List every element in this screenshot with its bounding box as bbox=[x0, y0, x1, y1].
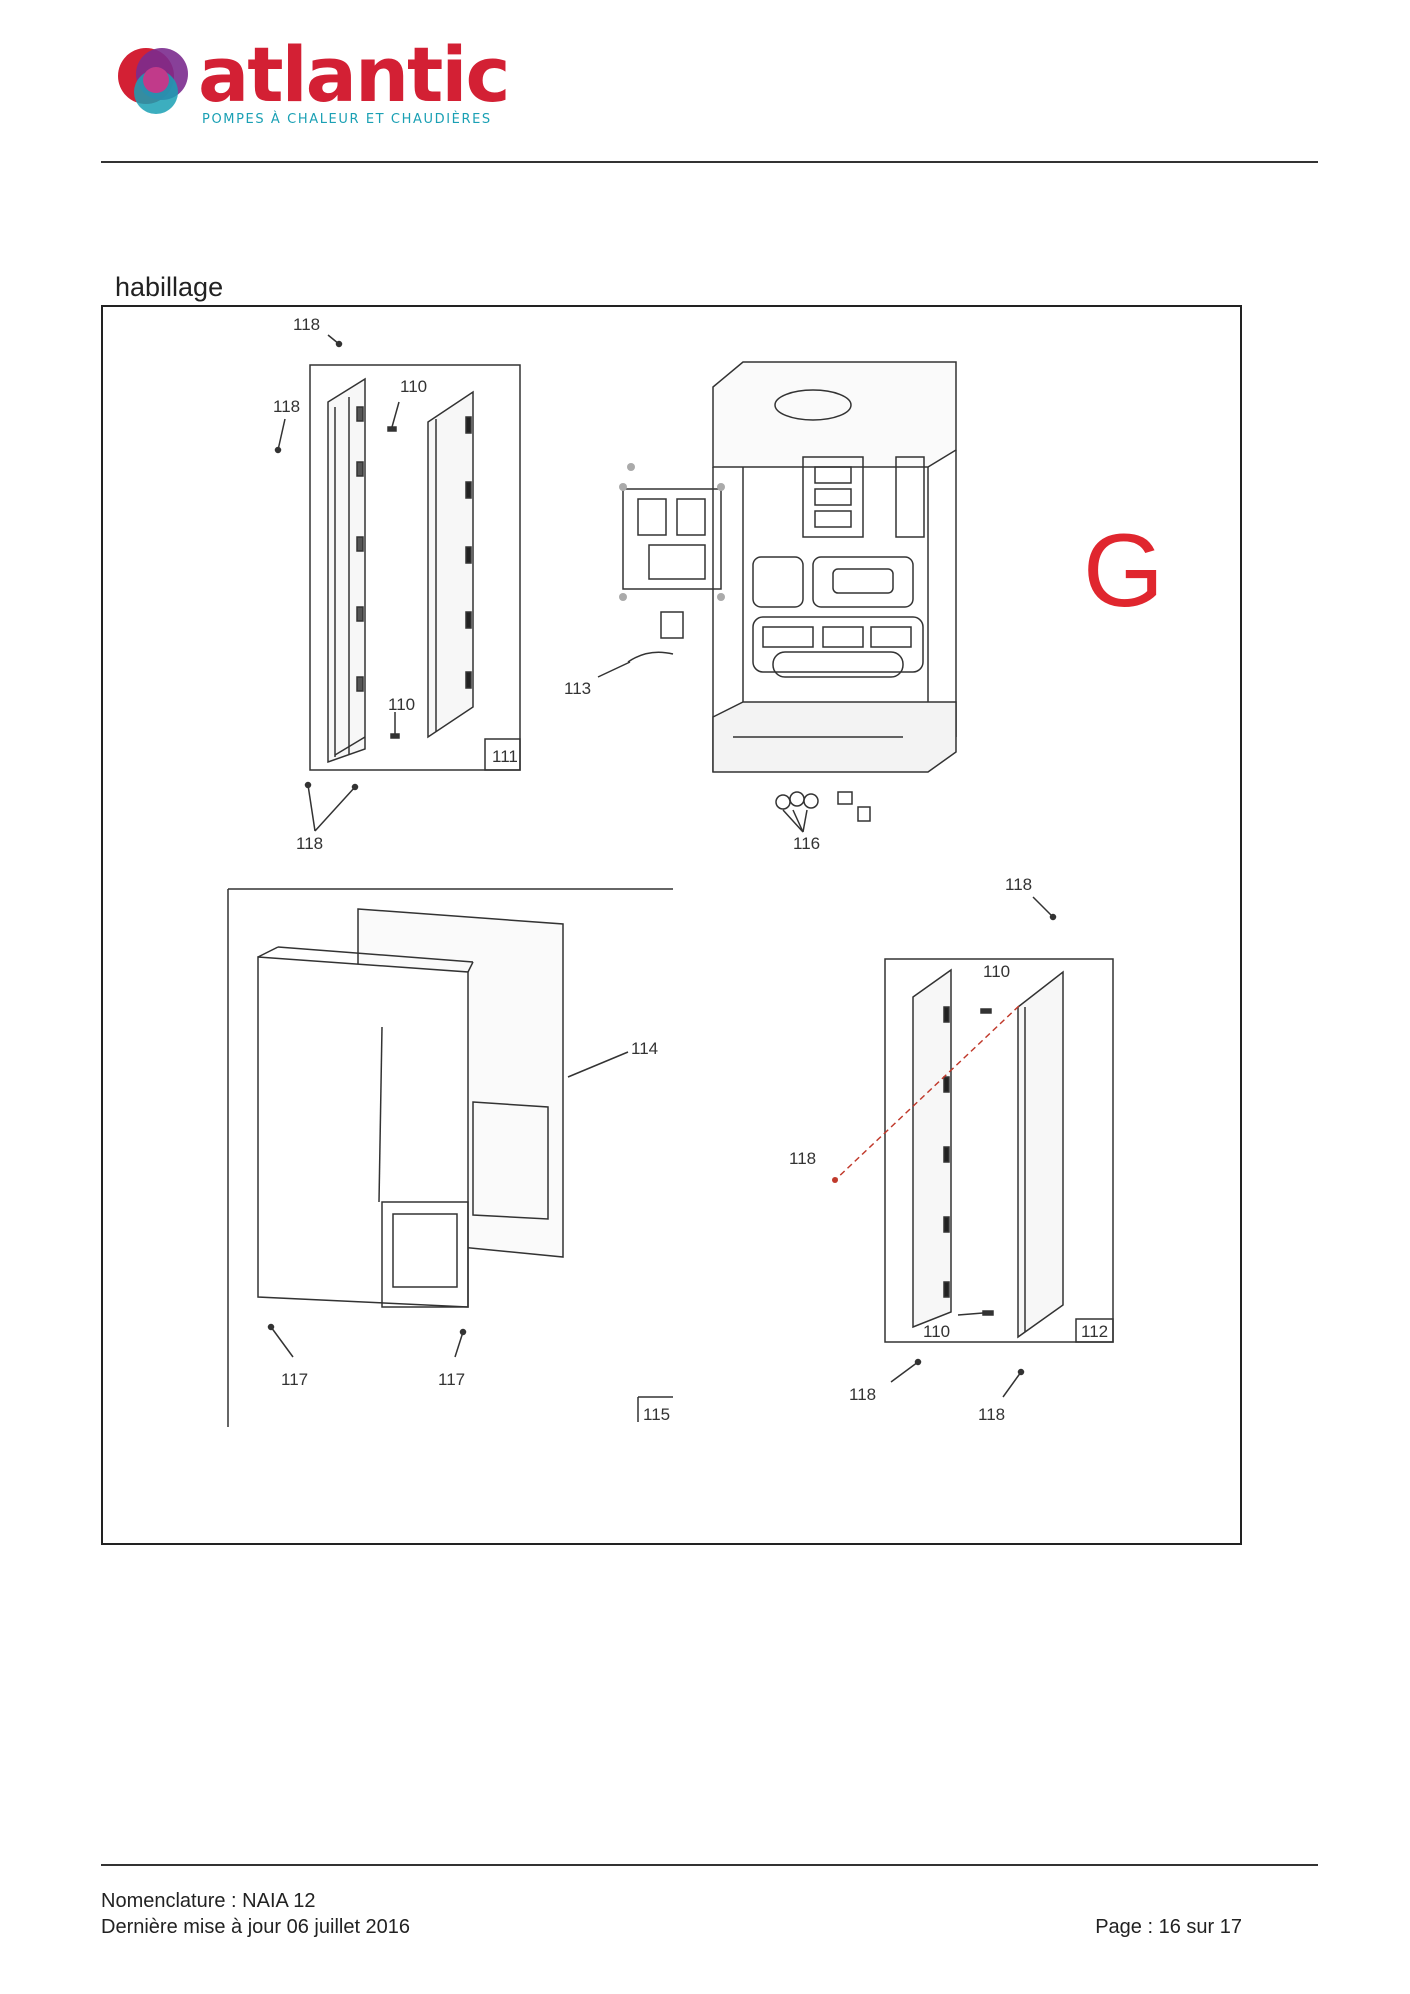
part-label: 118 bbox=[296, 834, 324, 853]
part-label: 110 bbox=[388, 695, 416, 714]
side-panel-112-right bbox=[1017, 970, 1064, 1339]
part-label: 118 bbox=[273, 397, 301, 416]
exploded-diagram-frame: 118 118 110 110 111 118 113 116 118 110 … bbox=[101, 305, 1242, 1545]
side-panel-right bbox=[427, 390, 474, 739]
header-rule bbox=[101, 161, 1318, 163]
boiler-chassis bbox=[712, 361, 957, 773]
part-label: 118 bbox=[293, 315, 321, 334]
side-panel-box-112 bbox=[884, 958, 1114, 1343]
front-cover bbox=[257, 946, 474, 1308]
part-label: 112 bbox=[1081, 1322, 1109, 1341]
part-label: 116 bbox=[793, 834, 821, 853]
part-label: 111 bbox=[492, 747, 518, 766]
part-label: 118 bbox=[849, 1385, 877, 1404]
brand-name: atlantic bbox=[198, 30, 510, 119]
part-label: 117 bbox=[438, 1370, 466, 1389]
atlantic-logo-mark-icon bbox=[118, 48, 188, 114]
part-label: 118 bbox=[978, 1405, 1006, 1424]
part-label: 110 bbox=[923, 1322, 951, 1341]
part-label: 114 bbox=[631, 1039, 659, 1058]
side-panel-112-left bbox=[912, 968, 952, 1329]
part-label: 117 bbox=[281, 1370, 309, 1389]
footer-last-update: Dernière mise à jour 06 juillet 2016 bbox=[101, 1916, 411, 1938]
part-label: 115 bbox=[643, 1405, 671, 1424]
section-letter: G bbox=[1083, 513, 1164, 629]
footer-nomenclature: Nomenclature : NAIA 12 bbox=[101, 1890, 316, 1912]
footer-rule bbox=[101, 1864, 1318, 1866]
section-title: habillage bbox=[115, 272, 224, 302]
atlantic-logo: atlantic POMPES À CHALEUR ET CHAUDIÈRES bbox=[112, 30, 510, 128]
part-label: 110 bbox=[983, 962, 1011, 981]
part-label: 118 bbox=[1005, 875, 1033, 894]
part-label: 110 bbox=[400, 377, 428, 396]
brand-tagline: POMPES À CHALEUR ET CHAUDIÈRES bbox=[202, 112, 492, 127]
exploded-diagram bbox=[227, 334, 1114, 1427]
part-label: 118 bbox=[789, 1149, 817, 1168]
side-panel-box-111 bbox=[309, 364, 521, 771]
control-panel bbox=[597, 463, 725, 678]
part-label: 113 bbox=[564, 679, 592, 698]
connection-fittings bbox=[775, 791, 871, 833]
footer-page-number: Page : 16 sur 17 bbox=[1095, 1916, 1242, 1938]
ref-box-111 bbox=[484, 738, 521, 771]
side-panel-left bbox=[327, 377, 366, 764]
